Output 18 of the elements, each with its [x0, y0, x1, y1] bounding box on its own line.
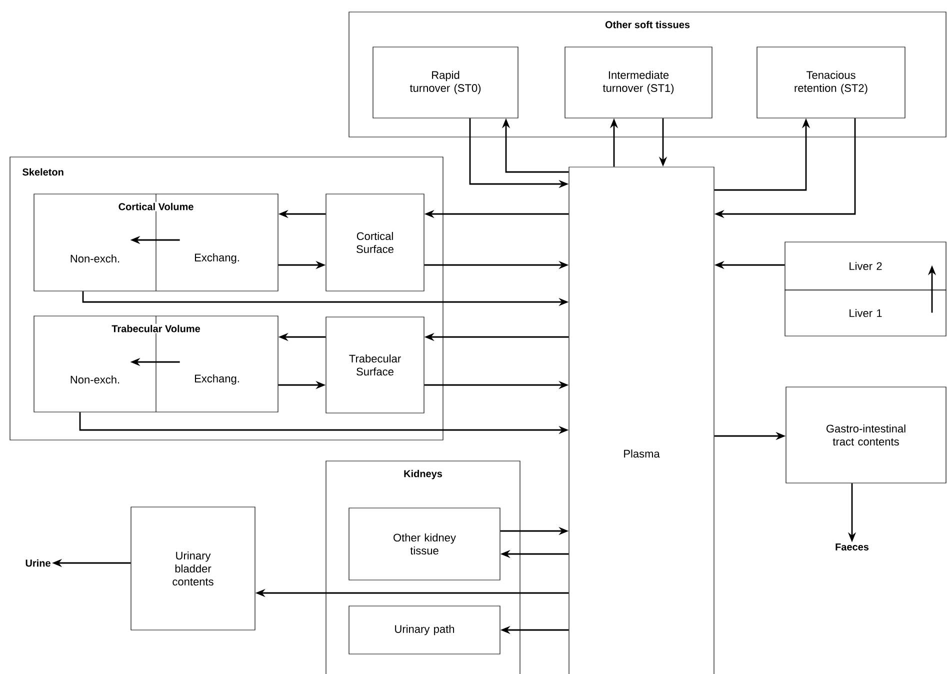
- compartment-label: Exchang.: [194, 374, 239, 385]
- compartment-label: Non-exch.: [70, 254, 120, 263]
- outcome-label: Urine: [26, 559, 50, 567]
- outcome-label: Faeces: [836, 544, 869, 550]
- compartment-box: Urinary bladder contents: [130, 506, 256, 630]
- compartment-box: Other kidney tissue: [348, 508, 500, 580]
- compartment-box: Urinary path: [348, 606, 500, 654]
- compartment-box: Liver 1: [784, 290, 946, 336]
- compartment-box: Liver 2: [784, 242, 946, 290]
- compartment-box: Rapid turnover (ST0): [372, 46, 518, 118]
- compartment-box: Tenacious retention (ST2): [756, 46, 906, 118]
- compartment-box: Trabecular Surface: [326, 316, 424, 414]
- compartment-box: Plasma: [568, 166, 714, 674]
- compartment-box: Gastro-intestinal tract contents: [786, 386, 946, 484]
- compartment-label: Exchang.: [194, 253, 239, 264]
- compartment-box: Intermediate turnover (ST1): [564, 46, 712, 118]
- compartment-box: Cortical Surface: [326, 194, 424, 292]
- compartment-label: Non-exch.: [70, 375, 120, 384]
